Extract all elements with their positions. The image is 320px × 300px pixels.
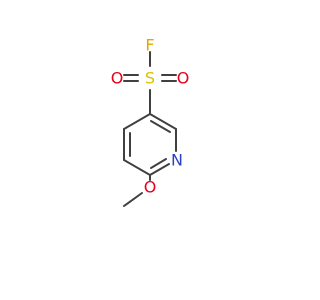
bond-c5-c6-inner xyxy=(150,120,171,133)
nitrogen-label: N xyxy=(171,151,183,170)
fluorine-label: F xyxy=(145,36,154,55)
bond-n-c2 xyxy=(149,163,170,176)
bond-c5-c6 xyxy=(149,113,177,130)
bonds xyxy=(123,51,177,207)
bond-c5-c4 xyxy=(123,113,151,130)
structure-svg: F S O O N O xyxy=(111,36,190,207)
oxygen-right-label: O xyxy=(177,69,190,88)
oxygen-methoxy-label: O xyxy=(144,178,157,197)
bond-n-c2-inner xyxy=(150,158,167,169)
molecule-diagram: F S O O N O xyxy=(111,36,190,207)
sulfur-label: S xyxy=(145,69,155,88)
bond-c3-c2 xyxy=(123,159,151,176)
bond-o-ch3 xyxy=(123,192,143,207)
atom-labels: F S O O N O xyxy=(111,36,190,197)
oxygen-left-label: O xyxy=(111,69,124,88)
